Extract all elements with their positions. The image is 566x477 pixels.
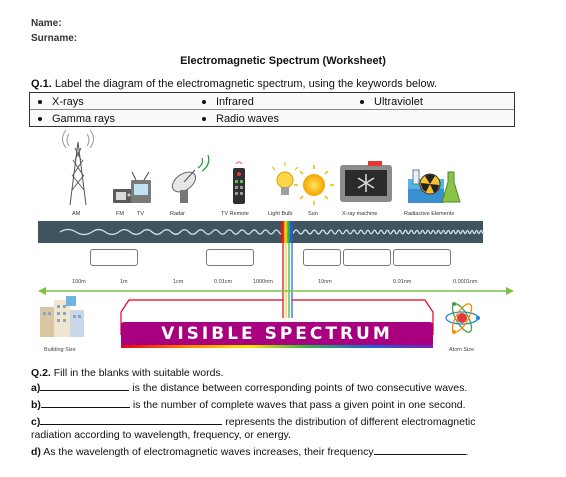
wavelength-label: 0.01cm <box>214 279 233 285</box>
q2-prompt: Q.2. Fill in the blanks with suitable wo… <box>31 367 224 379</box>
worksheet-title: Electromagnetic Spectrum (Worksheet) <box>180 55 386 67</box>
visible-spectrum-banner: VISIBLE SPECTRUM <box>161 324 393 344</box>
sun-icon <box>294 165 334 205</box>
q2-item-d: d) As the wavelength of electromagnetic … <box>31 445 469 458</box>
atom-icon <box>445 302 480 334</box>
surname-label: Surname: <box>31 33 78 44</box>
wavelength-label: 100m <box>72 279 86 285</box>
wavelength-label: 1m <box>120 279 128 285</box>
visible-spectrum-banner-bg <box>121 322 433 347</box>
name-label: Name: <box>31 18 62 29</box>
label-answer-box-3[interactable] <box>303 249 341 266</box>
radar-dish-icon <box>171 154 210 203</box>
source-label-tv-remote: TV Remote <box>221 211 249 217</box>
blank-c[interactable] <box>40 415 223 425</box>
q1-prompt: Q.1. Label the diagram of the electromag… <box>31 77 437 91</box>
xray-machine-icon <box>340 161 392 202</box>
label-answer-box-5[interactable] <box>393 249 451 266</box>
wave-line <box>59 228 485 236</box>
label-answer-box-2[interactable] <box>206 249 254 266</box>
blank-a[interactable] <box>40 381 130 391</box>
q1-number: Q.1. <box>31 78 52 90</box>
q2-item-c-continuation: radiation according to wavelength, frequ… <box>31 429 291 441</box>
radioactive-icon <box>408 169 461 203</box>
building-icon <box>40 296 84 337</box>
q1-text: Label the diagram of the electromagnetic… <box>54 78 438 90</box>
keyword-item: Radio waves <box>202 112 279 126</box>
building-size-label: Building Size <box>44 347 76 353</box>
wavelength-label: 1000nm <box>253 279 273 285</box>
keyword-item: Gamma rays <box>38 112 115 126</box>
light-bulb-icon <box>271 162 299 195</box>
source-label-sun: Sun <box>308 211 318 217</box>
source-label-am: AM <box>72 211 81 217</box>
radio-tower-icon <box>62 129 94 206</box>
keyword-divider <box>30 109 514 110</box>
q2-item-a: a) is the distance between corresponding… <box>31 381 468 394</box>
source-label-tv: TV <box>137 211 145 217</box>
atom-size-label: Atom Size <box>449 347 475 353</box>
blank-b[interactable] <box>40 398 130 408</box>
tv-radio-icon <box>113 171 151 203</box>
wavelength-label: 10nm <box>318 279 332 285</box>
spectrum-band <box>38 221 483 243</box>
label-answer-box-1[interactable] <box>90 249 138 266</box>
source-label-light-bulb: Light Bulb <box>268 211 293 217</box>
keyword-item: Infrared <box>202 95 254 109</box>
wavelength-label: 1cm <box>173 279 184 285</box>
source-label-fm: FM <box>116 211 124 217</box>
source-label-radar: Radar <box>170 211 185 217</box>
keyword-item: X-rays <box>38 95 84 109</box>
label-answer-box-4[interactable] <box>343 249 391 266</box>
tv-remote-icon <box>233 161 245 204</box>
source-label-xray-machine: X-ray machine <box>342 211 378 217</box>
wavelength-label: 0.0001nm <box>453 279 478 285</box>
keyword-box: X-rays Infrared Ultraviolet Gamma rays R… <box>29 92 515 127</box>
q2-item-b: b) is the number of complete waves that … <box>31 398 466 411</box>
keyword-item: Ultraviolet <box>360 95 423 109</box>
q2-item-c: c) represents the distribution of differ… <box>31 415 476 428</box>
source-label-radioactive: Radiactive Elements <box>404 211 455 217</box>
wavelength-label: 0.01nm <box>393 279 412 285</box>
blank-d[interactable] <box>373 445 466 455</box>
